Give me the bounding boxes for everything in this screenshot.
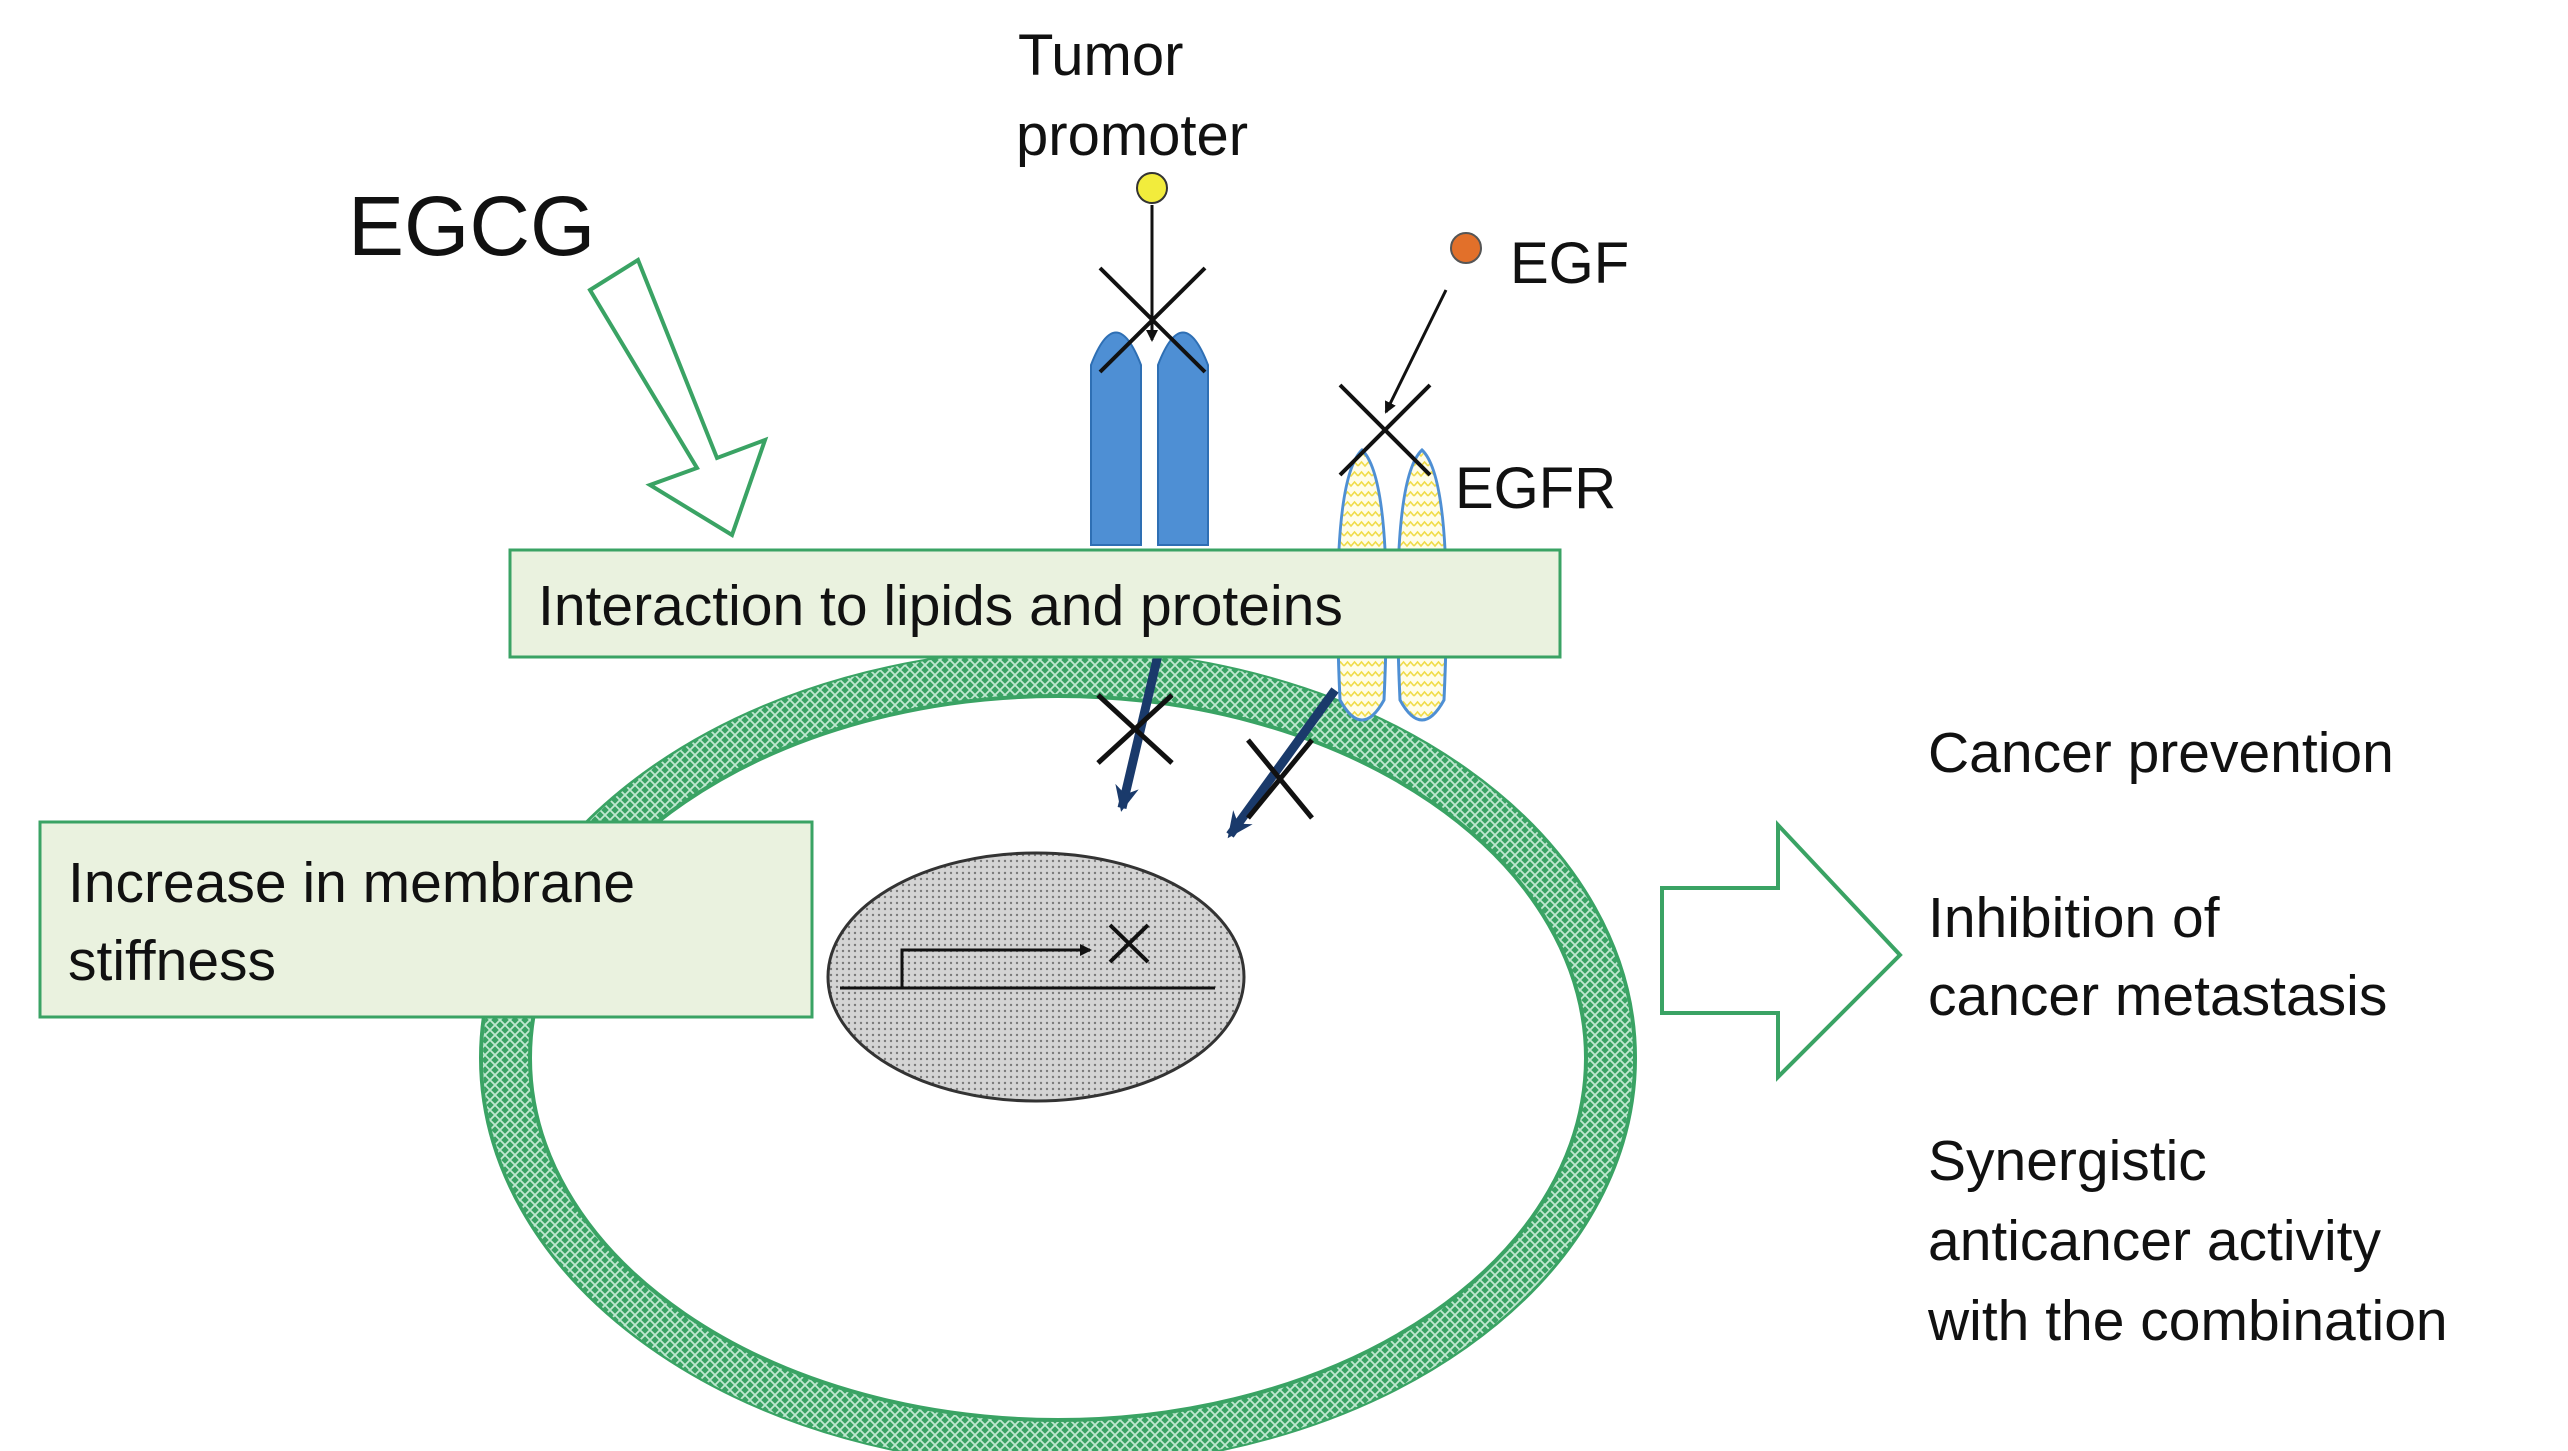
tumor-promoter-label-line1: Tumor	[1018, 23, 1183, 88]
promoter-receptor	[1090, 331, 1209, 546]
outcome-prevention: Cancer prevention	[1928, 721, 2394, 785]
promoter-block-x-icon	[1098, 266, 1207, 374]
egf-label: EGF	[1510, 231, 1629, 296]
stiffness-box: Increase in membrane stiffness	[38, 820, 814, 1019]
outcome-metastasis-line1: Inhibition of	[1928, 886, 2220, 950]
outcome-metastasis-line2: cancer metastasis	[1928, 964, 2387, 1028]
signal-arrow-right	[1226, 687, 1339, 839]
egf-molecule	[1384, 232, 1482, 414]
signal-block-left-x-icon	[1096, 693, 1174, 765]
egf-block-x-icon	[1338, 383, 1432, 477]
interaction-box: Interaction to lipids and proteins	[508, 548, 1562, 659]
nucleus	[826, 851, 1246, 1103]
tumor-promoter-label-line2: promoter	[1016, 103, 1248, 168]
egcg-arrow-icon	[587, 257, 769, 538]
egfr-label: EGFR	[1455, 456, 1616, 521]
interaction-box-text: Interaction to lipids and proteins	[538, 574, 1343, 638]
stiffness-box-line2: stiffness	[68, 929, 276, 993]
stiffness-box-line1: Increase in membrane	[68, 851, 635, 915]
outcome-synergy-line1: Synergistic	[1928, 1129, 2207, 1193]
egcg-label: EGCG	[348, 179, 595, 273]
transcription-block-x-icon	[1108, 923, 1150, 964]
outcome-synergy-line3: with the combination	[1927, 1289, 2448, 1353]
outcome-synergy-line2: anticancer activity	[1928, 1209, 2382, 1273]
signal-block-right-x-icon	[1246, 738, 1314, 820]
tumor-promoter-molecule	[1136, 172, 1168, 342]
outcome-arrow-icon	[1660, 819, 1903, 1082]
